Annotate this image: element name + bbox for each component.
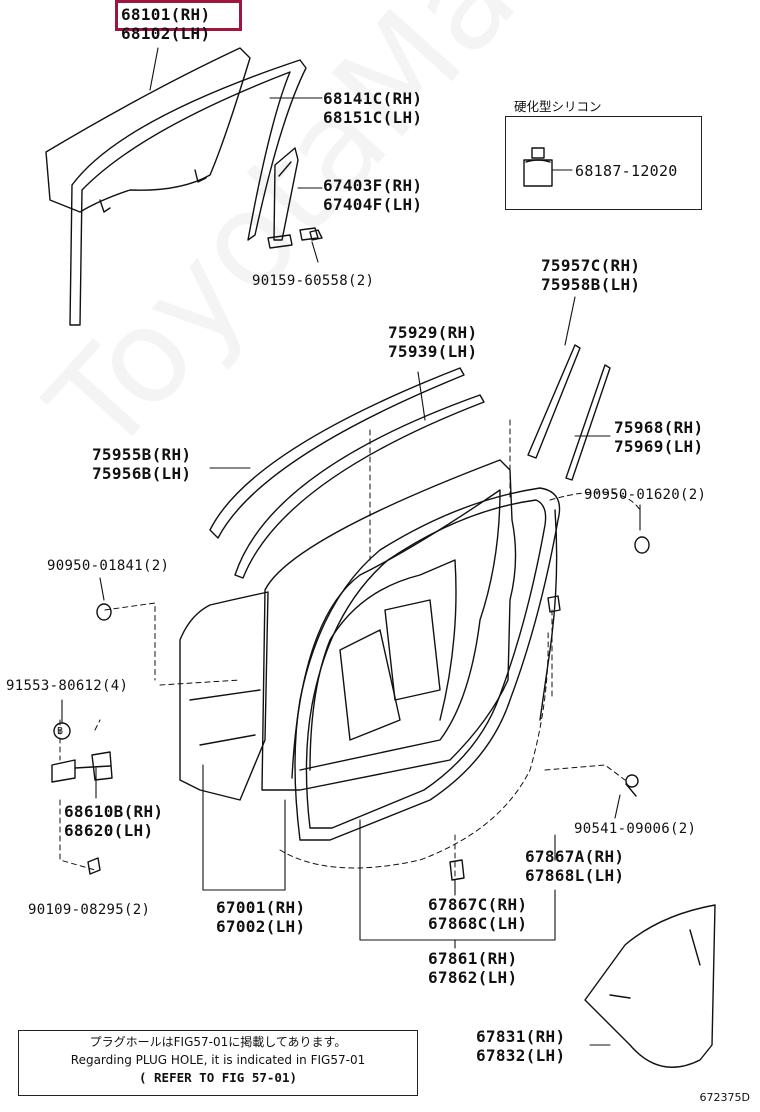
note-line-en: Regarding PLUG HOLE, it is indicated in … (70, 1053, 366, 1067)
label-68102[interactable]: 68102(LH) (121, 24, 211, 43)
door-panel (179, 459, 517, 801)
label-75969[interactable]: 75969(LH) (614, 437, 704, 456)
leader-lines (61, 47, 641, 1046)
label-75939[interactable]: 75939(LH) (388, 342, 478, 361)
label-67868l[interactable]: 67868L(LH) (525, 866, 625, 885)
note-line-jp: プラグホールはFIG57-01に掲載してあります。 (89, 1035, 347, 1049)
door-glass (45, 47, 251, 213)
label-75957c[interactable]: 75957C(RH) (541, 256, 641, 275)
label-67832[interactable]: 67832(LH) (476, 1046, 566, 1065)
label-75956b[interactable]: 75956B(LH) (92, 464, 192, 483)
label-67868c[interactable]: 67868C(LH) (428, 914, 528, 933)
label-90950-01841[interactable]: 90950-01841(2) (47, 558, 170, 574)
plug-hole-note: プラグホールはFIG57-01に掲載してあります。 Regarding PLUG… (18, 1030, 418, 1096)
callout-b: B (57, 726, 64, 737)
label-90541[interactable]: 90541-09006(2) (574, 821, 697, 837)
service-hole-cover (584, 904, 716, 1068)
label-67831[interactable]: 67831(RH) (476, 1027, 566, 1046)
label-90159[interactable]: 90159-60558(2) (252, 273, 375, 289)
label-67867c[interactable]: 67867C(RH) (428, 895, 528, 914)
label-68141c[interactable]: 68141C(RH) (323, 89, 423, 108)
label-67867a[interactable]: 67867A(RH) (525, 847, 625, 866)
note-reference-link[interactable]: ( REFER TO FIG 57-01) (138, 1070, 298, 1085)
label-68101[interactable]: 68101(RH) (121, 5, 211, 24)
figure-code: 672375D (699, 1091, 750, 1104)
silicone-title: 硬化型シリコン (514, 99, 602, 114)
label-67001[interactable]: 67001(RH) (216, 898, 306, 917)
label-67862[interactable]: 67862(LH) (428, 968, 518, 987)
label-68610b[interactable]: 68610B(RH) (64, 802, 164, 821)
label-67861[interactable]: 67861(RH) (428, 949, 518, 968)
door-check (51, 751, 113, 783)
label-75955b[interactable]: 75955B(RH) (92, 445, 192, 464)
label-75958b[interactable]: 75958B(LH) (541, 275, 641, 294)
label-68151c[interactable]: 68151C(LH) (323, 108, 423, 127)
dashed-outline (59, 419, 641, 886)
belt-mouldings (209, 344, 611, 579)
door-weatherstrip (294, 487, 561, 841)
label-68187[interactable]: 68187-12020 (575, 162, 678, 180)
label-67403f[interactable]: 67403F(RH) (323, 176, 423, 195)
label-75968[interactable]: 75968(RH) (614, 418, 704, 437)
label-90109[interactable]: 90109-08295(2) (28, 902, 151, 918)
division-bar (267, 147, 319, 249)
label-91553[interactable]: 91553-80612(4) (6, 678, 129, 694)
silicone-box (505, 116, 702, 210)
label-68620[interactable]: 68620(LH) (64, 821, 154, 840)
label-75929[interactable]: 75929(RH) (388, 323, 478, 342)
silicone-bottle (523, 147, 553, 187)
label-90950-01620[interactable]: 90950-01620(2) (584, 487, 707, 503)
label-67002[interactable]: 67002(LH) (216, 917, 306, 936)
label-67404f[interactable]: 67404F(LH) (323, 195, 423, 214)
glass-run (69, 59, 307, 326)
fasteners (53, 229, 650, 881)
highlight-68101 (115, 0, 242, 31)
